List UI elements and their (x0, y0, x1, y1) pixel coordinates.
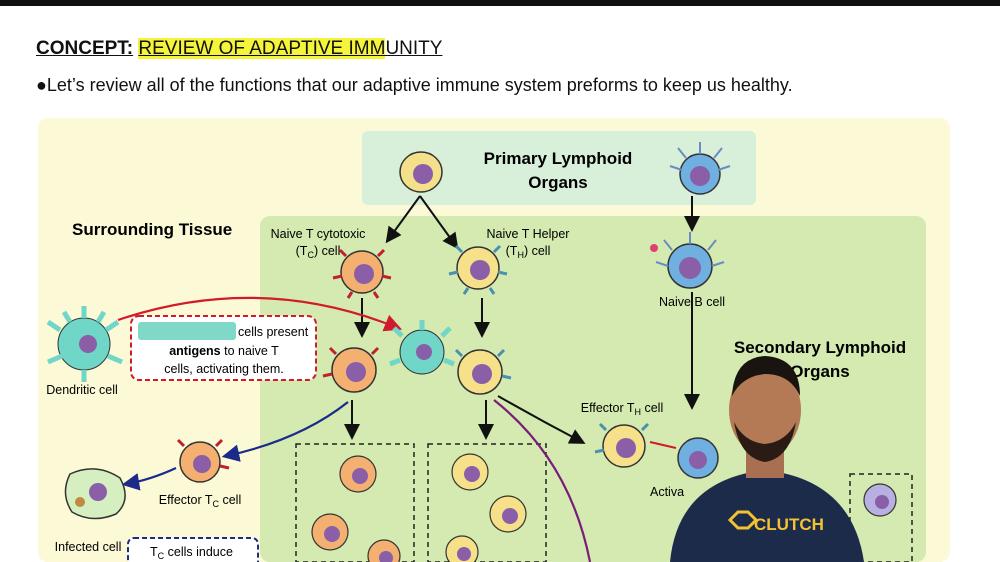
red-arrow-dendritic (117, 296, 403, 332)
secondary-lymphoid-label-1: Secondary Lymphoid (734, 338, 906, 357)
naive-tc-label-2: (TC) cell (296, 244, 341, 260)
arrow-to-effector-th (497, 395, 586, 444)
concept-title: CONCEPT: REVIEW OF ADAPTIVE IMMUNITY (36, 38, 442, 60)
naive-th-label-2: (TH) cell (506, 244, 551, 260)
callout-line-1: cells present (238, 325, 309, 339)
activated-b-cell (677, 437, 719, 479)
infected-cell (64, 468, 126, 520)
arrow-to-effector-tc (221, 401, 349, 462)
primary-lymphoid-label-1: Primary Lymphoid (484, 149, 633, 168)
tc-clone-box (295, 443, 415, 562)
primary-lymphoid-label-2: Organs (528, 173, 588, 192)
presenter-beard (734, 422, 796, 462)
tc-clone-cells (311, 455, 401, 562)
naive-th-label-1: Naive T Helper (487, 227, 570, 241)
naive-th-cell (448, 244, 508, 295)
effector-tc-cell (176, 438, 230, 483)
b-clone-box (849, 473, 913, 562)
effector-tc-label: Effector TC cell (159, 493, 241, 509)
naive-tc-cell (332, 248, 392, 299)
top-bar (0, 0, 1000, 6)
activated-label-partial: Activa (650, 485, 684, 499)
infected-cell-label: Infected cell (55, 540, 122, 554)
presenter-face (729, 364, 801, 456)
arrow-to-infected (121, 467, 177, 491)
stem-cell (399, 151, 443, 193)
effector-th-cell (594, 422, 650, 468)
concept-rest: UNITY (385, 38, 443, 59)
naive-b-cell (650, 232, 725, 289)
purple-arrow (493, 399, 592, 562)
presenter-shirt (670, 470, 864, 562)
th-to-b-link (649, 441, 677, 449)
th-clone-cells (445, 453, 527, 562)
hexagon-icon (727, 510, 759, 530)
concept-label: CONCEPT: (36, 38, 134, 59)
dendritic-cell (46, 306, 123, 382)
th-clone-box (427, 443, 547, 562)
concept-highlight: REVIEW OF ADAPTIVE IMM (138, 38, 386, 59)
tc-induce-box (127, 537, 259, 562)
fill-in-blank[interactable] (138, 322, 236, 340)
surrounding-tissue-label: Surrounding Tissue (72, 220, 232, 239)
tc-induce-label: TC cells induce (150, 545, 233, 561)
clutch-logo: CLUTCH (727, 510, 824, 534)
arrow-to-naive-th (419, 195, 459, 250)
activated-th-cell (454, 348, 512, 395)
effector-th-label: Effector TH cell (581, 401, 663, 417)
b-clone-cells (863, 483, 897, 517)
dendritic-cell-label: Dendritic cell (46, 383, 118, 397)
arrow-to-naive-tc (385, 195, 421, 244)
secondary-lymphoid-label-2: Organs (790, 362, 850, 381)
naive-tc-label-1: Naive T cytotoxic (271, 227, 366, 241)
subtitle: ●Let’s review all of the functions that … (36, 75, 793, 95)
activated-tc-cell (322, 346, 380, 393)
callout-line-2: antigens to naive T (169, 344, 279, 358)
primary-lymphoid-region (362, 131, 756, 205)
callout-line-3: cells, activating them. (164, 362, 284, 376)
activating-dendritic-cell (389, 320, 455, 375)
clutch-logo-text: CLUTCH (754, 515, 824, 534)
b-cell-primary (669, 142, 731, 195)
presenter-video: CLUTCH (670, 356, 864, 562)
presenter-hair (732, 356, 800, 396)
